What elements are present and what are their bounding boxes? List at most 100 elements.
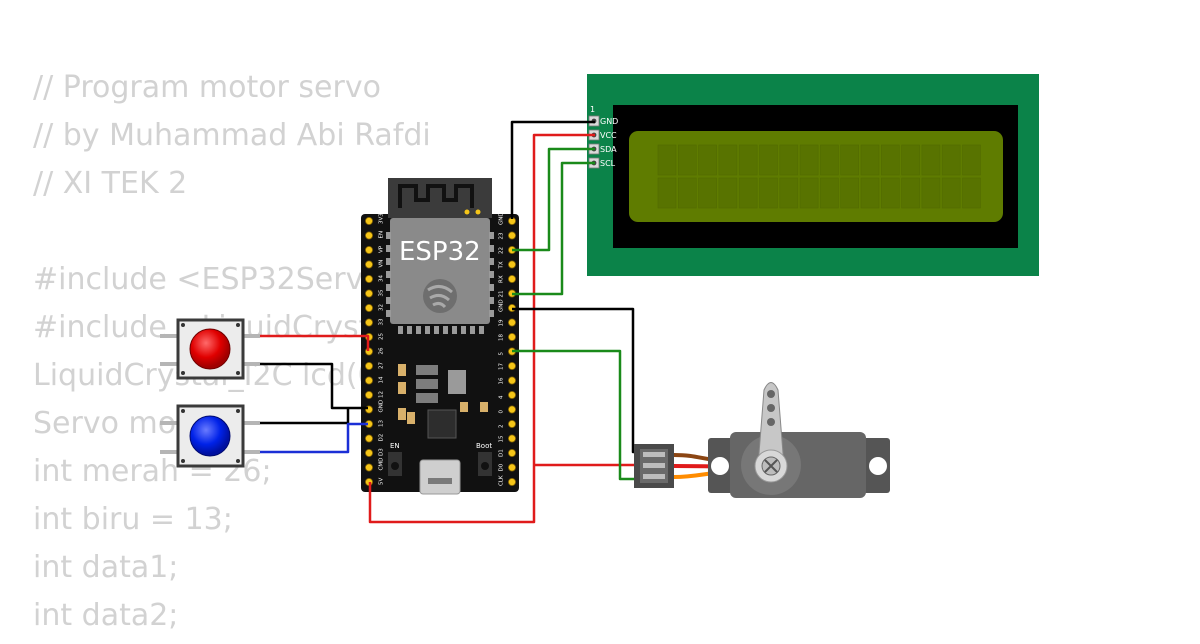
esp32-pin-vp[interactable] [364,245,373,254]
esp32-pin-label: 33 [379,318,385,325]
esp32-pin-label: 5 [499,352,505,356]
esp32-pin-d3[interactable] [364,448,373,457]
esp32-pin-label: EN [379,231,385,239]
esp32-pin-label: 19 [499,319,505,326]
lcd-pin1-marker: 1 [590,105,595,114]
esp32-pin-d2[interactable] [364,434,373,443]
esp32-pin-label: GND [499,212,505,225]
wire-lcd-gnd [510,120,595,219]
esp32-pin-label: 2 [499,425,505,429]
esp32-pin-label: D2 [379,434,385,442]
esp32-pin-label: VN [379,260,385,268]
esp32-pin-label: 23 [499,232,505,239]
esp32-pin-12[interactable] [364,390,373,399]
esp32-pin-label: VP [379,245,385,253]
servo-motor[interactable] [634,382,890,499]
wire-blue-button [246,422,368,454]
esp32-pin-label: 14 [379,376,385,383]
code-line: int data2; [33,598,179,633]
lcd-character-grid [657,144,981,209]
usb-uart-chip [427,409,457,439]
esp32-pin-en[interactable] [364,231,373,240]
code-line: // Program motor servo [33,70,381,105]
esp32-pin-d0[interactable] [507,463,516,472]
esp32-pin-label: 3V3 [379,213,385,224]
esp32-pin-label: 25 [379,333,385,340]
esp32-pin-27[interactable] [364,361,373,370]
screw-icon [764,459,778,473]
esp32-pin-15[interactable] [507,434,516,443]
wires [246,120,641,524]
en-button-label: EN [390,442,400,450]
esp32-pin-label: 26 [379,347,385,354]
esp32-pin-4[interactable] [507,390,516,399]
esp32-pin-label: 4 [499,395,505,399]
esp32-pin-label: D3 [379,448,385,456]
wire-lcd-scl [512,161,595,296]
esp32-pin-23[interactable] [507,231,516,240]
micro-usb-port [419,459,461,495]
esp32-pin-label: 13 [379,420,385,427]
esp32-pin-label: CLK [499,475,505,486]
lcd-module[interactable]: 1 GND VCC SDA SCL [587,74,1039,276]
esp32-pin-label: 18 [499,334,505,341]
wire-servo-gnd [512,307,641,454]
esp32-pin-label: 16 [499,377,505,384]
wire-lcd-vcc [368,133,595,524]
esp32-pin-35[interactable] [364,289,373,298]
red-pushbutton[interactable] [160,318,260,380]
esp32-pin-label: 5V [379,478,385,485]
wire-lcd-sda [512,147,595,252]
red-button-cap[interactable] [189,328,231,370]
esp32-pin-vn[interactable] [364,260,373,269]
code-line: int data1; [33,550,179,585]
esp32-pin-17[interactable] [507,361,516,370]
esp32-pin-3v3[interactable] [364,216,373,225]
code-line: // by Muhammad Abi Rafdi [33,118,431,153]
esp32-pin-rx[interactable] [507,274,516,283]
esp32-shield [390,218,490,324]
esp32-pin-19[interactable] [507,318,516,327]
esp32-pin-18[interactable] [507,332,516,341]
esp32-pin-tx[interactable] [507,260,516,269]
esp32-pin-label: 22 [499,247,505,254]
esp32-pin-label: GND [499,299,505,312]
esp32-pin-label: 34 [379,275,385,282]
espressif-logo-icon [423,279,457,313]
lcd-pin-label: VCC [600,131,617,140]
esp32-pin-label: 35 [379,289,385,296]
esp32-pin-label: D0 [499,463,505,471]
lcd-pin-label: GND [600,117,618,126]
esp32-pin-cmd[interactable] [364,463,373,472]
esp32-pin-label: TX [499,261,505,269]
esp32-pin-label: RX [499,275,505,283]
code-line: int merah = 26; [33,454,272,489]
blue-button-cap[interactable] [189,415,231,457]
lcd-pin-label: SDA [600,145,617,154]
antenna-trace [398,184,474,208]
esp32-pin-0[interactable] [507,405,516,414]
esp32-pin-clk[interactable] [507,477,516,486]
esp32-pin-label: 32 [379,304,385,311]
code-line: // XI TEK 2 [33,166,188,201]
esp32-pin-label: 21 [499,291,505,298]
code-line: #include <ESP32Servo [33,262,382,297]
lcd-screen [629,131,1003,222]
blue-pushbutton[interactable] [160,404,260,468]
esp32-pin-16[interactable] [507,376,516,385]
esp32-pin-14[interactable] [364,376,373,385]
code-line: int biru = 13; [33,502,233,537]
esp32-pin-d1[interactable] [507,448,516,457]
lcd-pin-label: SCL [600,159,616,168]
esp32-pin-label: 17 [499,363,505,370]
esp32-pin-label: 12 [379,391,385,398]
boot-button-label: Boot [476,442,492,450]
esp32-pin-34[interactable] [364,274,373,283]
esp32-pin-33[interactable] [364,318,373,327]
esp32-pin-32[interactable] [364,303,373,312]
esp32-pin-2[interactable] [507,419,516,428]
wire-servo-signal [512,349,641,481]
